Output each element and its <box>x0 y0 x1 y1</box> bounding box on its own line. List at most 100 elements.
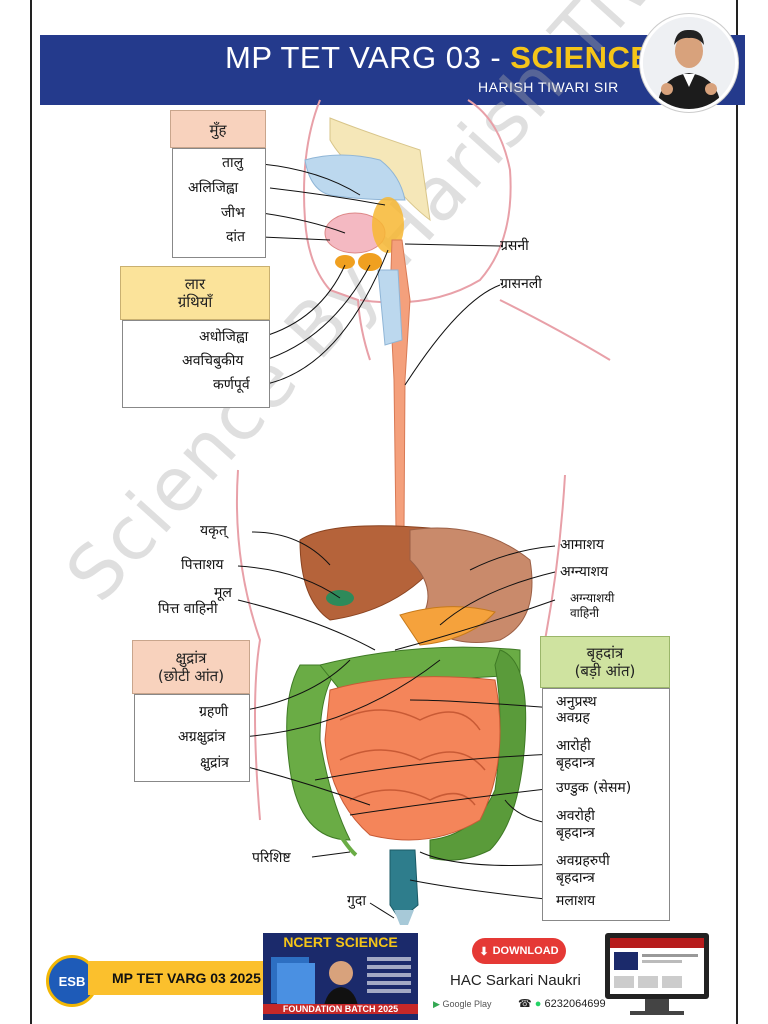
head-back-outline <box>359 99 512 304</box>
leader-sublingual <box>261 264 346 338</box>
download-label: DOWNLOAD <box>492 945 559 957</box>
leader-liver <box>251 531 331 566</box>
leader-cecum <box>349 787 556 816</box>
label-teeth: दांत <box>226 229 246 245</box>
leader-parotid <box>261 249 389 386</box>
avatar <box>640 14 738 112</box>
leader-rectum <box>409 879 556 901</box>
google-play-link[interactable]: ▶ Google Play <box>433 999 491 1010</box>
label-descending-1: अवरोही <box>556 808 595 824</box>
label-palate: तालु <box>222 155 244 171</box>
label-liver: यकृत् <box>200 523 227 539</box>
label-esophagus: ग्रासनली <box>500 276 542 292</box>
label-ascending-2: बृहदान्त्र <box>556 755 595 771</box>
label-bile-duct-2: पित्त वाहिनी <box>158 601 218 617</box>
large-intestine-box: बृहदांत्र (बड़ी आंत) <box>540 636 670 921</box>
page-frame <box>30 0 738 1024</box>
label-rectum: मलाशय <box>556 893 596 909</box>
leader-gallbladder <box>237 565 341 599</box>
small-intestine-title-line2: (छोटी आंत) <box>157 667 225 685</box>
salivary-box-body <box>122 320 270 408</box>
trachea <box>377 269 403 346</box>
label-pancreatic-duct-1: अग्न्याशयी <box>570 591 615 605</box>
torso-left-outline <box>235 469 262 821</box>
label-ascending-1: आरोही <box>556 738 591 754</box>
monitor-screen <box>610 938 704 994</box>
ncert-ad-banner[interactable]: NCERT SCIENCE FOUNDATION BATCH 2025 <box>263 933 418 1020</box>
salivary-glands-box: लार ग्रंथियाँ <box>120 266 270 408</box>
salivary-box-title-line2: ग्रंथियाँ <box>177 293 213 311</box>
store-label: Google Play <box>442 999 492 1009</box>
title-highlight: SCIENCE <box>510 40 652 75</box>
leader-pancreatic-duct <box>394 599 556 651</box>
download-button[interactable]: ⬇DOWNLOAD <box>472 938 566 964</box>
leader-submandibular <box>261 264 371 362</box>
soft-palate <box>372 197 404 253</box>
label-descending-2: बृहदान्त्र <box>556 825 595 841</box>
leader-anus <box>369 902 395 919</box>
large-intestine-title-line1: बृहदांत्र <box>586 644 624 662</box>
intestine-coils <box>339 709 486 806</box>
salivary-gland-2 <box>335 255 355 269</box>
person-icon <box>643 17 735 109</box>
mouth-box: मुँह <box>170 110 266 258</box>
label-appendix: परिशिष्ट <box>252 850 291 866</box>
author-name: HARISH TIWARI SIR <box>478 79 619 95</box>
monitor-icon <box>605 933 709 999</box>
phone-icon: ☎ <box>518 998 532 1010</box>
anus <box>394 910 414 925</box>
label-cecum: उण्डुक (सेसम) <box>556 780 632 796</box>
leader-bile-duct <box>237 599 376 651</box>
leader-stomach <box>469 545 556 571</box>
label-bile-duct-1: मूल <box>214 585 232 601</box>
leader-ascending <box>314 753 556 781</box>
leader-palate <box>261 163 361 196</box>
label-duodenum: ग्रहणी <box>199 704 229 720</box>
label-jejunum: अग्रक्षुद्रांत्र <box>178 729 226 745</box>
phone-number: ☎ ● 6232064699 <box>518 997 606 1010</box>
small-intestine-box: क्षुद्रांत्र (छोटी आंत) <box>132 640 250 782</box>
mouth-box-title: मुँह <box>209 121 227 139</box>
leader-tongue <box>261 212 346 234</box>
salivary-box-title-line1: लार <box>184 275 206 293</box>
rectum <box>389 849 419 921</box>
small-intestine <box>324 676 501 841</box>
label-sigmoid-2: बृहदान्त्र <box>556 870 595 886</box>
label-parotid: कर्णपूर्व <box>213 377 250 393</box>
phone-text: 6232064699 <box>544 998 606 1010</box>
small-intestine-title-line1: क्षुद्रांत्र <box>175 649 207 667</box>
download-icon: ⬇ <box>479 945 489 958</box>
label-stomach: आमाशय <box>560 537 604 553</box>
salivary-box-header: लार ग्रंथियाँ <box>120 266 270 320</box>
ad-title: NCERT SCIENCE <box>283 934 398 950</box>
footer-bar: ESB MP TET VARG 03 2025 NCERT SCIENCE FO… <box>40 925 725 1020</box>
leader-sigmoid <box>419 851 556 866</box>
pancreas <box>399 606 496 646</box>
small-intestine-box-body <box>134 694 250 782</box>
monitor-stand <box>645 999 669 1011</box>
label-submandibular: अवचिबुकीय <box>182 353 244 369</box>
mouth-box-header: मुँह <box>170 110 266 148</box>
monitor-base <box>630 1011 684 1015</box>
label-pancreas: अग्न्याशय <box>560 564 609 580</box>
page-title: MP TET VARG 03 - SCIENCE <box>225 40 652 75</box>
large-intestine-title-line2: (बड़ी आंत) <box>574 662 636 680</box>
leader-uvula <box>269 187 386 206</box>
play-store-icon: ▶ <box>433 999 440 1009</box>
small-intestine-box-header: क्षुद्रांत्र (छोटी आंत) <box>132 640 250 694</box>
torso-right-outline <box>544 474 566 641</box>
leader-duodenum <box>234 659 351 713</box>
salivary-gland <box>358 253 382 271</box>
label-pharynx: ग्रसनी <box>500 238 529 254</box>
leader-jejunum <box>239 659 441 738</box>
whatsapp-icon: ● <box>534 998 542 1010</box>
shoulder-outline <box>499 299 611 361</box>
ad-batch: FOUNDATION BATCH 2025 <box>263 1004 418 1014</box>
mouth-box-body <box>172 148 266 258</box>
ascending-colon <box>286 664 351 841</box>
leader-pharynx <box>404 243 501 247</box>
label-uvula: अलिजिह्वा <box>188 180 239 196</box>
label-transverse-2: अवग्रह <box>556 710 590 726</box>
leader-esophagus <box>404 284 501 386</box>
label-pancreatic-duct-2: वाहिनी <box>570 606 600 620</box>
